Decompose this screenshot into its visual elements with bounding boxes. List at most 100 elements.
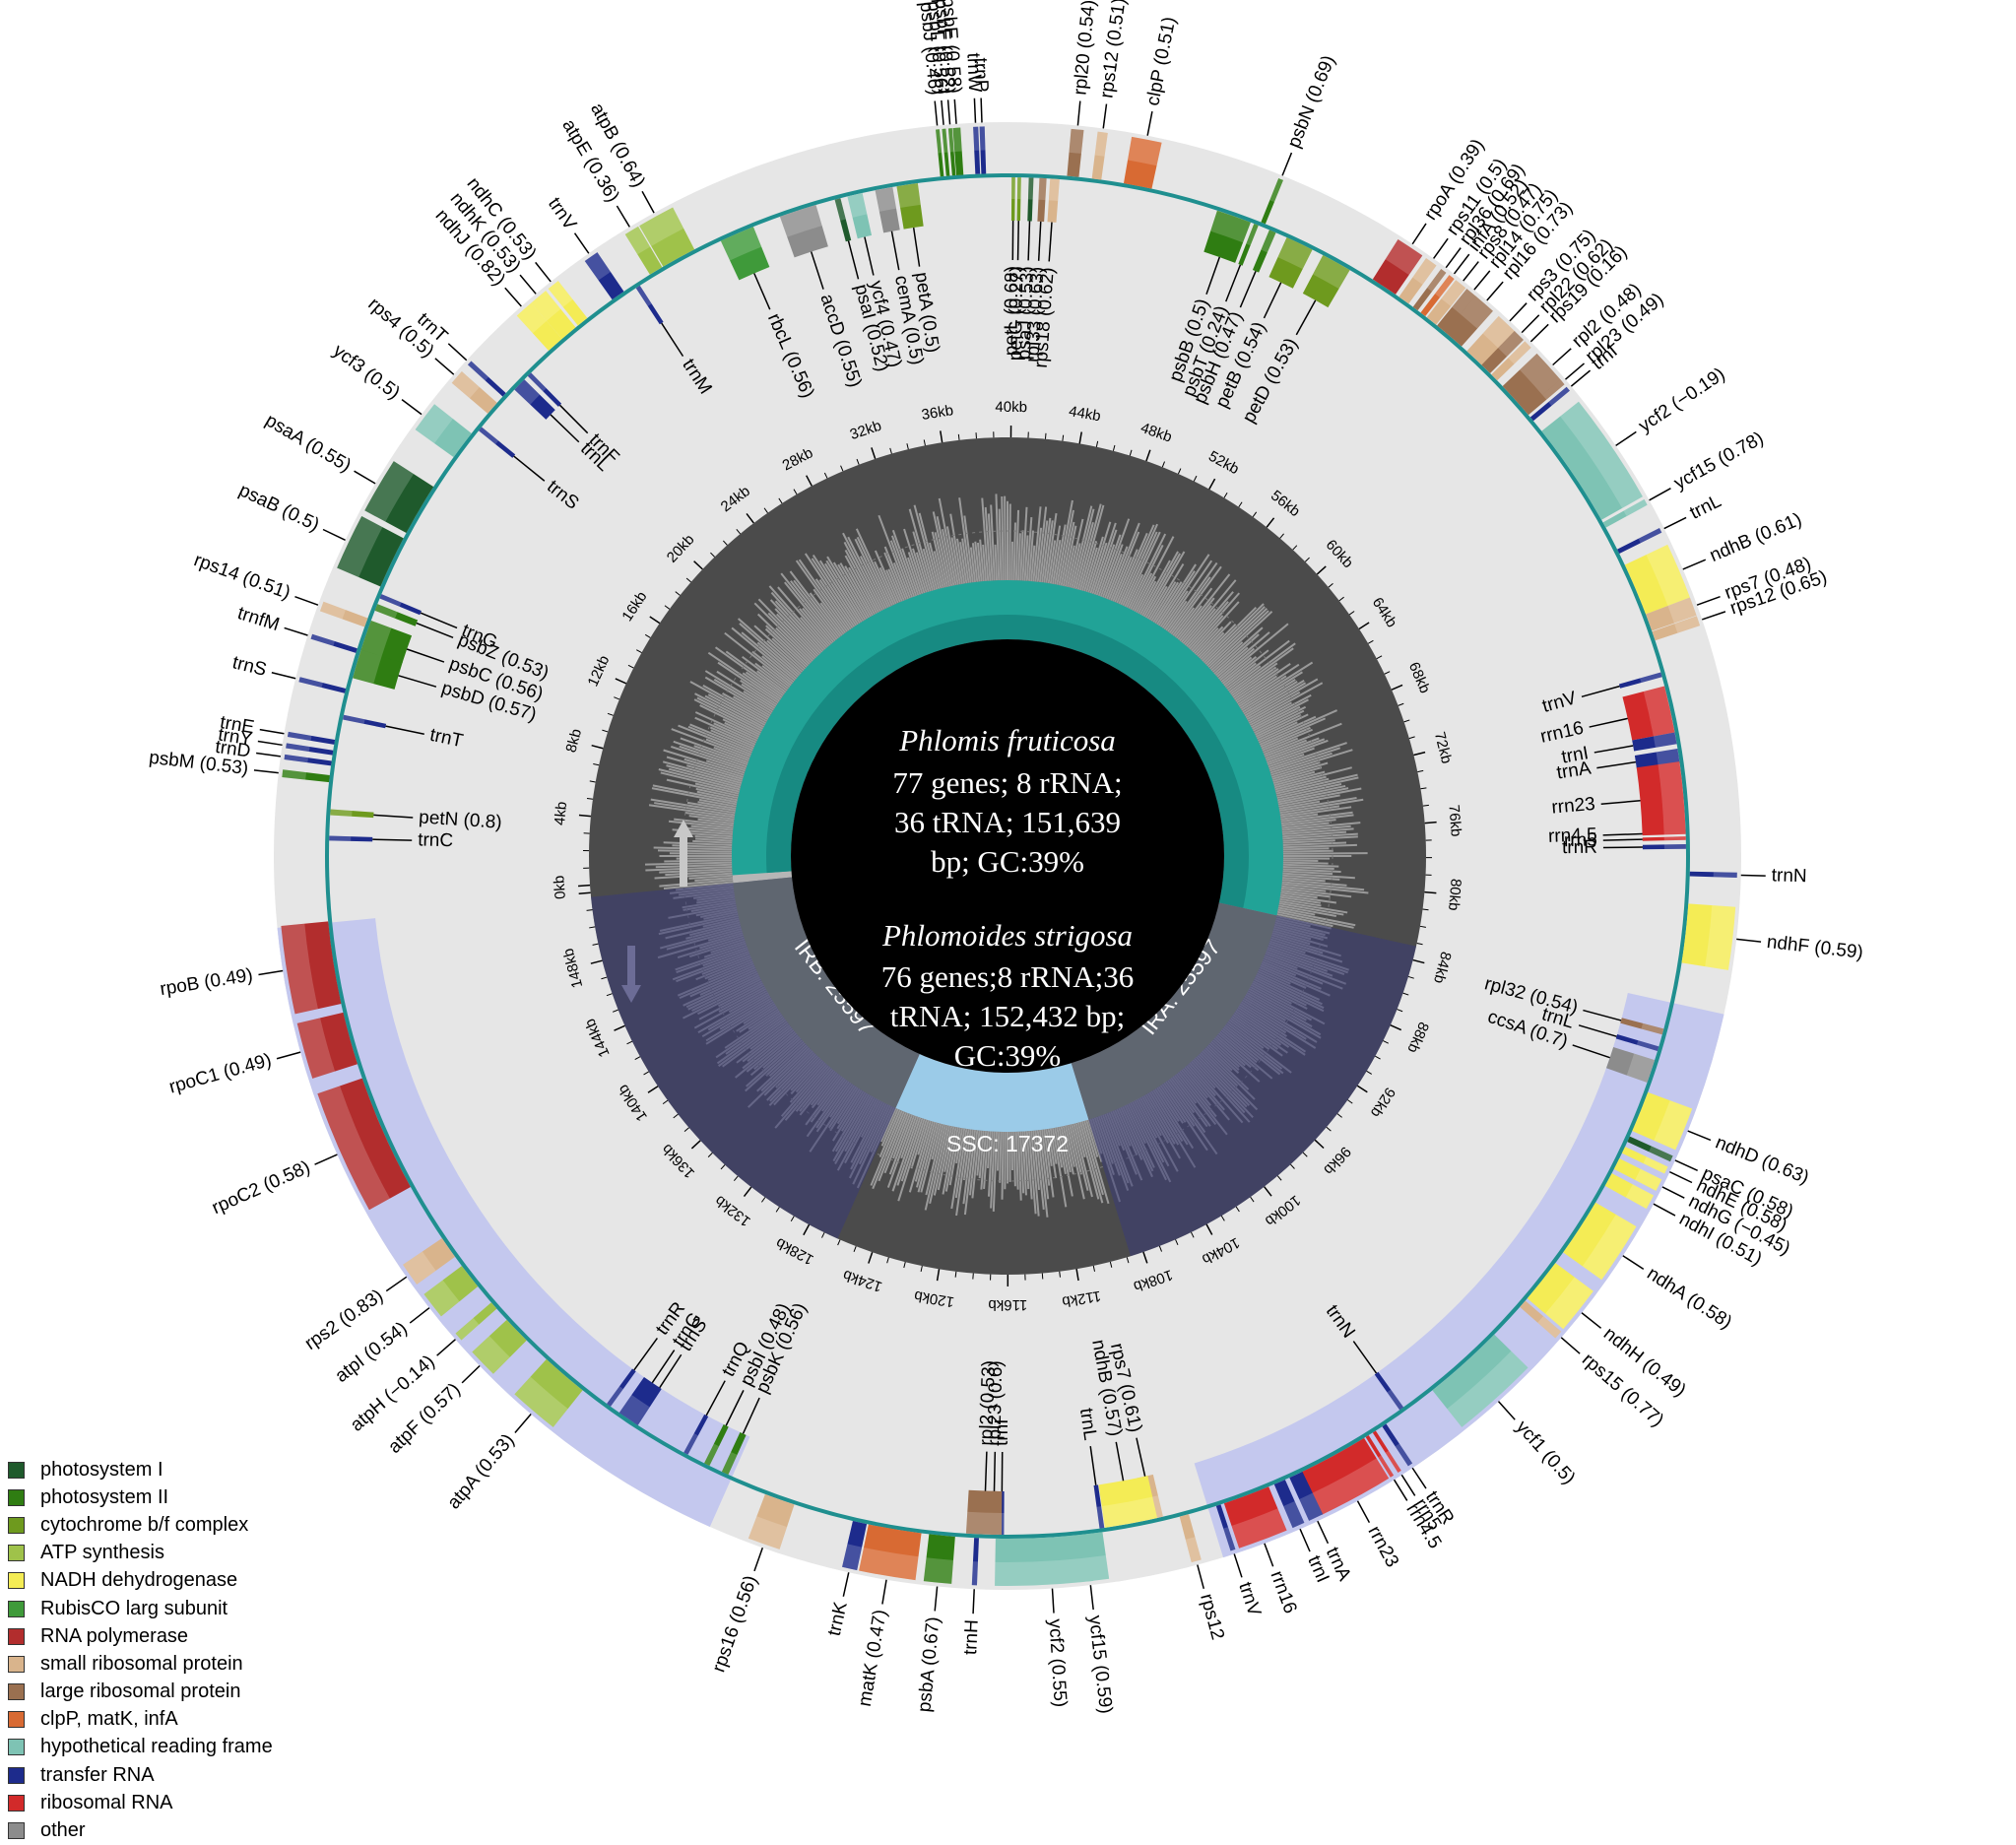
gene-leader-line — [410, 1308, 429, 1323]
gene-leader-line — [1499, 1402, 1516, 1420]
legend-label: photosystem II — [40, 1486, 168, 1509]
legend-swatch — [8, 1545, 25, 1561]
gene-label: ycf1 (0.5) — [1512, 1417, 1580, 1488]
legend-label: ATP synthesis — [40, 1542, 164, 1564]
gene-label: trnV — [544, 194, 580, 234]
gene-leader-line — [1103, 104, 1106, 129]
gene-leader-line — [1412, 224, 1426, 244]
gene-leader-line — [1446, 248, 1461, 268]
legend-label: cytochrome b/f complex — [40, 1514, 248, 1537]
legend-swatch — [8, 1656, 25, 1673]
gene-label: ycf2 (0.55) — [1044, 1618, 1070, 1708]
legend-label: RNA polymerase — [40, 1625, 188, 1648]
gene-leader-line — [435, 359, 454, 374]
gene-label: trnC — [418, 829, 453, 851]
gene-leader-line — [1090, 1585, 1093, 1610]
legend-label: ribosomal RNA — [40, 1792, 172, 1814]
legend-item: ribosomal RNA — [8, 1789, 273, 1816]
gene-label: rps12 (0.51) — [1096, 0, 1130, 99]
gene-leader-line — [1412, 1468, 1426, 1488]
gene-label: ycf15 (0.78) — [1670, 428, 1767, 494]
gene-block-highlight — [1017, 177, 1021, 199]
gene-leader-line — [1697, 597, 1720, 606]
legend-swatch — [8, 1739, 25, 1755]
gene-leader-line — [1675, 1160, 1698, 1170]
gene-leader-line — [1265, 1544, 1273, 1566]
gc-bar — [1009, 504, 1010, 581]
gene-leader-line — [386, 1277, 406, 1290]
gene-leader-line — [948, 99, 950, 124]
kb-tick — [578, 886, 590, 887]
legend-item: cytochrome b/f complex — [8, 1511, 273, 1539]
gene-leader-line — [258, 742, 283, 746]
kb-tick — [1045, 433, 1046, 439]
gene-block-highlight — [924, 1557, 953, 1584]
gene-leader-line — [1688, 1131, 1711, 1140]
gene-leader-line — [954, 99, 956, 124]
gene-label: ycf3 (0.5) — [329, 341, 404, 404]
gc-bar — [1283, 853, 1368, 854]
gene-leader-line — [355, 471, 376, 484]
species2-stat-2: tRNA; 152,432 bp; — [890, 999, 1126, 1033]
gene-leader-line — [258, 971, 283, 975]
kb-tick — [1423, 805, 1429, 806]
kb-tick-label: 0kb — [551, 875, 569, 899]
gene-block-highlight — [966, 1512, 1002, 1535]
legend-item: small ribosomal protein — [8, 1650, 273, 1678]
gene-label: rrn16 — [1266, 1568, 1300, 1616]
legend-label: transfer RNA — [40, 1764, 155, 1787]
gene-leader-line — [462, 1366, 480, 1383]
gene-label: rps14 (0.51) — [191, 550, 293, 604]
legend-item: transfer RNA — [8, 1761, 273, 1789]
gene-leader-line — [1603, 839, 1643, 840]
region-label: SSC: 17372 — [946, 1131, 1069, 1156]
gene-leader-line — [882, 1580, 886, 1605]
gene-leader-line — [1616, 431, 1637, 445]
gene-leader-line — [575, 233, 589, 254]
kb-tick-label: 80kb — [1445, 878, 1464, 911]
gene-leader-line — [372, 839, 412, 840]
gene-leader-line — [272, 673, 295, 679]
gene-label: rpl2 (0.53) — [976, 1360, 1000, 1446]
gene-leader-line — [515, 1415, 531, 1433]
gc-bar — [658, 850, 732, 851]
gene-leader-line — [1234, 1554, 1242, 1578]
gene-leader-line — [1623, 1256, 1644, 1270]
gene-leader-line — [935, 1587, 937, 1612]
gene-leader-line — [1561, 1338, 1580, 1353]
gene-leader-line — [323, 530, 346, 541]
gene-leader-line — [448, 344, 466, 361]
gene-label: trnH — [960, 1619, 983, 1656]
gene-label: rrn23 — [1363, 1523, 1402, 1571]
gene-leader-line — [642, 191, 654, 213]
gene-leader-line — [1741, 876, 1766, 877]
gene-block-highlight — [1011, 177, 1015, 199]
gene-label: ycf15 (0.59) — [1084, 1614, 1116, 1715]
gene-label: matK (0.47) — [855, 1609, 891, 1708]
gene-label: rpl20 (0.54) — [1070, 0, 1099, 97]
legend-item: photosystem II — [8, 1483, 273, 1511]
kb-tick — [958, 434, 959, 440]
species2-stat-1: 76 genes;8 rRNA;36 — [881, 959, 1135, 994]
gene-leader-line — [981, 98, 982, 122]
gene-leader-line — [315, 1154, 338, 1164]
gene-leader-line — [1052, 1589, 1054, 1614]
legend-label: hypothetical reading frame — [40, 1736, 273, 1758]
kb-tick-label: 76kb — [1445, 804, 1464, 837]
legend-item: large ribosomal protein — [8, 1679, 273, 1706]
legend-label: RubisCO larg subunit — [40, 1598, 228, 1620]
gene-leader-line — [1702, 612, 1725, 620]
gc-bar — [1283, 851, 1333, 852]
legend-item: RubisCO larg subunit — [8, 1595, 273, 1622]
gene-leader-line — [1300, 1529, 1310, 1551]
legend-swatch — [8, 1517, 25, 1534]
gene-leader-line — [1018, 221, 1019, 260]
species1-stat-3: bp; GC:39% — [931, 844, 1084, 879]
gene-leader-line — [1434, 238, 1449, 258]
gene-label: trnN — [1771, 865, 1806, 887]
legend-swatch — [8, 1628, 25, 1645]
gene-leader-line — [1077, 101, 1079, 126]
gene-label: psbA (0.67) — [914, 1615, 943, 1713]
legend-swatch — [8, 1795, 25, 1812]
